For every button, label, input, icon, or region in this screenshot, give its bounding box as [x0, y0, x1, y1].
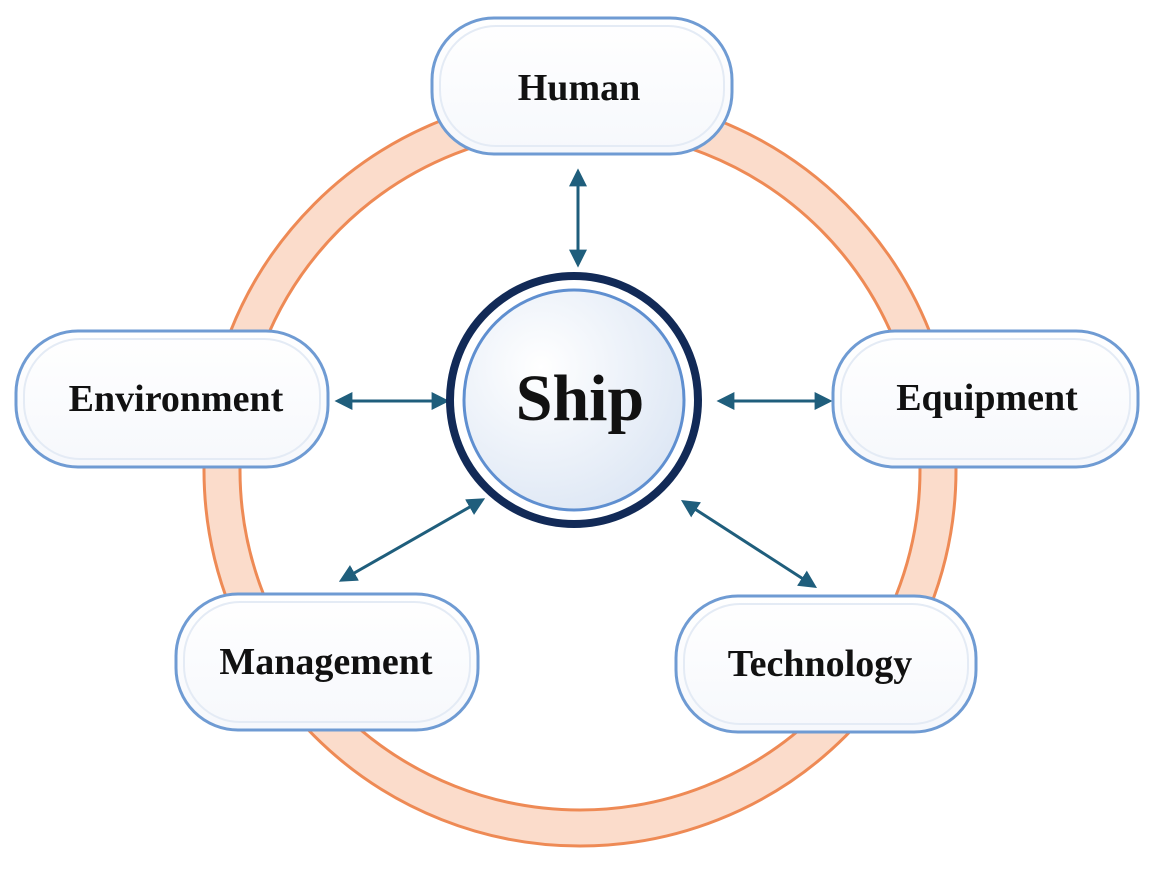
center-node: Ship [446, 272, 702, 528]
node-equipment-label: Equipment [896, 377, 1078, 419]
node-technology-label: Technology [728, 643, 912, 685]
node-equipment: Equipment [831, 329, 1140, 469]
node-management: Management [174, 592, 480, 732]
node-management-label: Management [219, 641, 433, 683]
node-human-label: Human [518, 67, 640, 109]
arrow-technology [680, 500, 818, 588]
node-technology: Technology [674, 594, 978, 734]
connection-arrows [334, 168, 833, 588]
node-human: Human [430, 16, 734, 156]
arrow-management [338, 498, 486, 582]
center-label: Ship [516, 362, 644, 435]
node-environment: Environment [14, 329, 330, 469]
node-environment-label: Environment [69, 378, 284, 420]
